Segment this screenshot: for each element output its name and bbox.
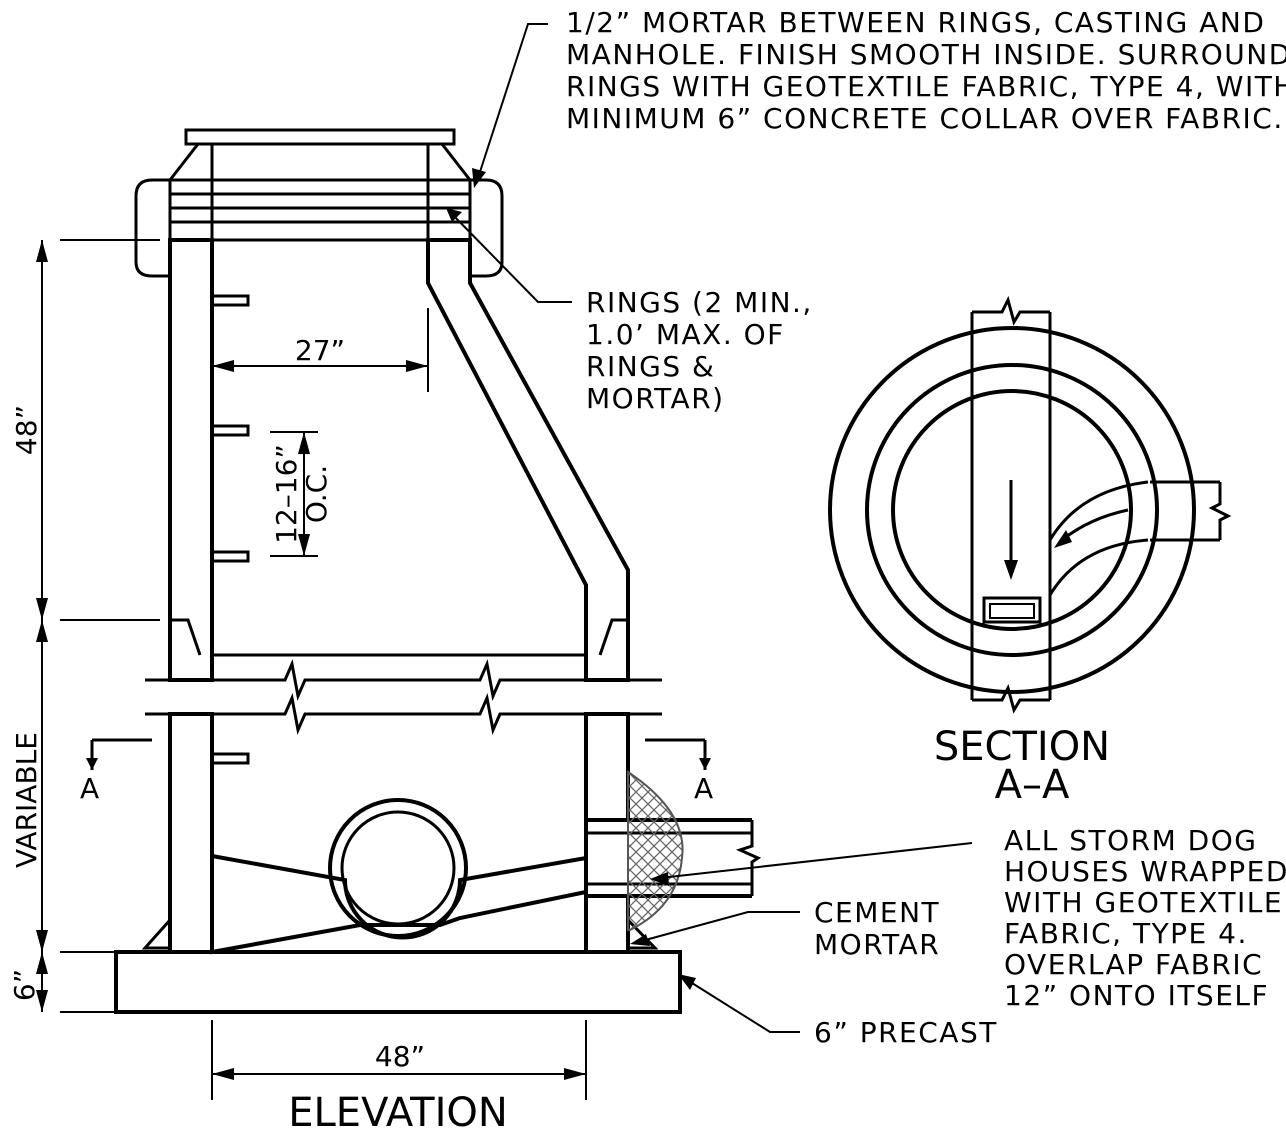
base-width-dim: 48”	[375, 1040, 425, 1073]
step-spacing-dim: 12–16”	[270, 444, 303, 544]
variable-dim: VARIABLE	[10, 732, 43, 868]
outlet-pipe-outer	[328, 798, 468, 938]
cone-height-dim: 48”	[10, 405, 43, 455]
fabric-note-line: WITH GEOTEXTILE	[1004, 886, 1283, 919]
geotextile-fabric	[627, 770, 684, 931]
mortar-note-line: 1/2” MORTAR BETWEEN RINGS, CASTING AND	[566, 6, 1265, 39]
section-marks: A A	[80, 738, 713, 805]
casting-and-rings	[134, 128, 504, 278]
casting-frame-left	[168, 143, 214, 240]
rings	[170, 178, 470, 242]
step-plan	[982, 596, 1042, 624]
section-title-sub: A–A	[995, 762, 1070, 808]
opening-dim: 27”	[295, 334, 345, 367]
inner-ring	[891, 389, 1133, 631]
inlet-pipe-plan	[1150, 480, 1220, 542]
mortar-note-line: MINIMUM 6” CONCRETE COLLAR OVER FABRIC.	[566, 102, 1284, 135]
mortar-note-line: RINGS WITH GEOTEXTILE FABRIC, TYPE 4, WI…	[566, 70, 1286, 103]
fabric-note-line: FABRIC, TYPE 4.	[1004, 917, 1248, 950]
base-thickness-dim: 6”	[8, 969, 41, 1001]
elevation-title: ELEVATION	[288, 1090, 508, 1132]
concrete-collar-left	[134, 178, 172, 278]
fabric-note-line: HOUSES WRAPPED	[1004, 855, 1286, 888]
cement-note-line: MORTAR	[814, 928, 940, 961]
fabric-note-line: OVERLAP FABRIC	[1004, 948, 1263, 981]
barrel-section	[141, 712, 762, 955]
rings-note-line: 1.0’ MAX. OF	[586, 318, 785, 351]
manhole-steps	[210, 294, 250, 765]
cement-note: CEMENT MORTAR	[814, 896, 940, 961]
step	[210, 752, 250, 765]
precast-base	[114, 950, 682, 1014]
rings-note: RINGS (2 MIN., 1.0’ MAX. OF RINGS & MORT…	[586, 286, 813, 415]
rings-note-line: MORTAR)	[586, 382, 725, 415]
fabric-note-line: ALL STORM DOG	[1004, 824, 1257, 857]
wall-ring	[865, 363, 1159, 657]
section-a-a-view	[828, 295, 1232, 714]
barrel-right-wall	[584, 712, 630, 822]
rings-note-line: RINGS (2 MIN.,	[586, 286, 813, 319]
fabric-note: ALL STORM DOG HOUSES WRAPPED WITH GEOTEX…	[1004, 824, 1286, 1012]
section-title: SECTION	[934, 724, 1110, 770]
break-lines	[145, 658, 662, 736]
step	[210, 424, 250, 437]
barrel-left-wall	[168, 712, 214, 954]
outer-ring	[828, 326, 1196, 694]
step-oc-dim: O.C.	[300, 465, 333, 523]
cement-note-line: CEMENT	[814, 896, 940, 929]
mortar-note: 1/2” MORTAR BETWEEN RINGS, CASTING AND M…	[566, 6, 1286, 135]
leader-lines	[446, 23, 973, 1033]
section-mark-right: A	[694, 772, 713, 805]
fabric-note-line: 12” ONTO ITSELF	[1004, 979, 1269, 1012]
step	[210, 550, 250, 563]
base-slab	[114, 950, 682, 1014]
rings-note-line: RINGS &	[586, 350, 715, 383]
section-mark-left: A	[80, 772, 99, 805]
precast-note: 6” PRECAST	[814, 1016, 998, 1049]
casting-lid	[184, 128, 456, 146]
dimensions: 48” VARIABLE 6” 27” 12–16” O.C. 48”	[8, 239, 587, 1100]
concrete-collar-right	[468, 178, 504, 278]
step	[210, 294, 250, 307]
cone-left-wall	[168, 238, 214, 682]
bench-fill	[210, 853, 588, 955]
mortar-note-line: MANHOLE. FINISH SMOOTH INSIDE. SURROUND	[566, 38, 1286, 71]
outlet-pipe-inner	[340, 810, 456, 926]
